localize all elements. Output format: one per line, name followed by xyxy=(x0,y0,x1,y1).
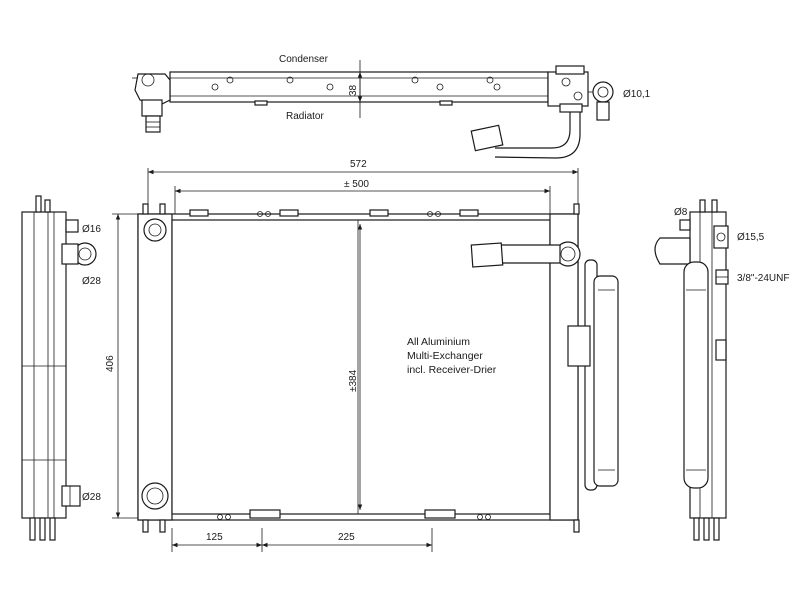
dim-core-width: ± 500 xyxy=(344,179,369,190)
dim-thickness: 38 xyxy=(348,84,359,96)
left-side-view: Ø16 Ø28 Ø28 xyxy=(21,195,101,541)
dim-right-small: Ø8 xyxy=(674,207,688,218)
top-view: Condenser Radiator 38 Ø10,1 xyxy=(132,54,651,159)
dim-core-height: ±384 xyxy=(348,369,359,392)
note-line-1: All Aluminium xyxy=(407,336,470,348)
note-line-2: Multi-Exchanger xyxy=(407,350,483,362)
dim-left-top-pipe: Ø16 xyxy=(82,224,101,235)
dim-left-bottom-hose: Ø28 xyxy=(82,492,101,503)
label-radiator: Radiator xyxy=(286,111,324,122)
label-condenser: Condenser xyxy=(279,54,329,65)
dim-total-width: 572 xyxy=(350,159,367,170)
dim-bottom-left: 125 xyxy=(206,532,223,543)
front-view: 572 ± 500 xyxy=(105,159,619,552)
dim-bottom-mid: 225 xyxy=(338,532,355,543)
dim-total-height: 406 xyxy=(105,355,116,372)
right-side-view: Ø8 Ø15,5 3/8"-24UNF xyxy=(654,199,789,541)
dim-right-thread: 3/8"-24UNF xyxy=(737,273,789,284)
note-line-3: incl. Receiver-Drier xyxy=(407,364,497,376)
dim-fitting-diameter: Ø10,1 xyxy=(623,89,651,100)
dim-right-port: Ø15,5 xyxy=(737,232,765,243)
dim-left-top-hose: Ø28 xyxy=(82,276,101,287)
